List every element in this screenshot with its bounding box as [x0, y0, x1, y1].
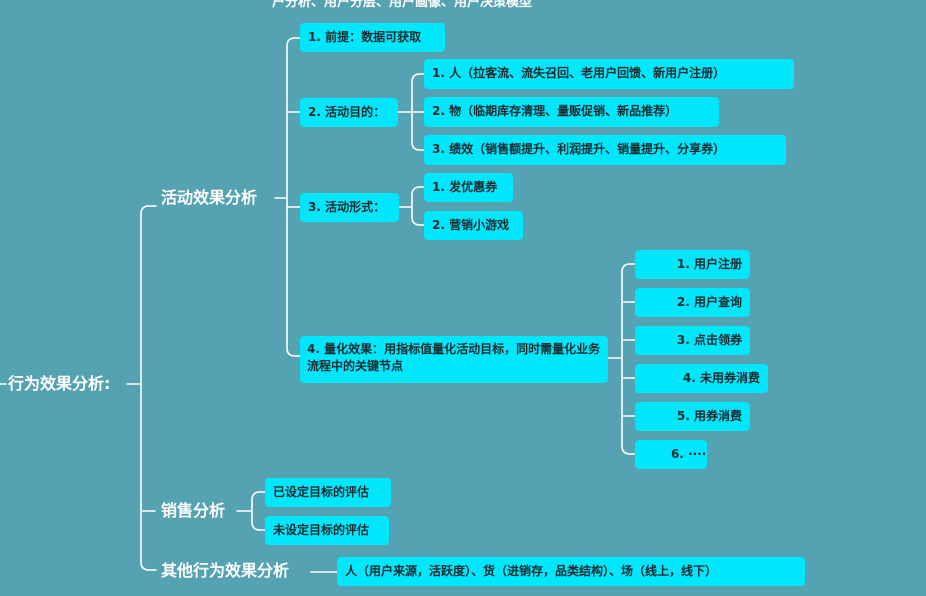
form-node[interactable]: 3. 活动形式：	[300, 193, 399, 222]
form-item-coupon[interactable]: 1. 发优惠券	[424, 173, 513, 202]
form-item-game[interactable]: 2. 营销小游戏	[424, 211, 523, 240]
connector-form-bracket	[411, 186, 421, 226]
sales-item-without-target[interactable]: 未设定目标的评估	[265, 516, 389, 545]
connector-quant-bracket	[621, 263, 631, 455]
sales-item-with-target[interactable]: 已设定目标的评估	[265, 478, 391, 507]
quant-item-click-coupon[interactable]: 3. 点击领券	[635, 326, 750, 355]
quant-item-no-coupon-purchase[interactable]: 4. 未用券消费	[635, 364, 768, 393]
quant-item-more[interactable]: 6. ····	[635, 440, 707, 469]
purpose-item-goods[interactable]: 2. 物（临期库存清理、量贩促销、新品推荐）	[424, 97, 719, 127]
premise-node[interactable]: 1. 前提：数据可获取	[300, 23, 445, 52]
sales-analysis-topic[interactable]: 销售分析	[161, 501, 226, 520]
connector-sales-bracket	[251, 491, 261, 531]
quant-item-coupon-purchase[interactable]: 5. 用券消费	[635, 402, 750, 431]
purpose-node[interactable]: 2. 活动目的：	[300, 98, 398, 127]
purpose-item-performance[interactable]: 3. 绩效（销售额提升、利润提升、销量提升、分享券）	[424, 135, 786, 165]
activity-effect-topic[interactable]: 活动效果分析	[161, 188, 258, 207]
quant-item-register[interactable]: 1. 用户注册	[635, 250, 750, 279]
quant-node[interactable]: 4. 量化效果：用指标值量化活动目标，同时需量化业务流程中的关键节点	[300, 336, 608, 383]
other-analysis-topic[interactable]: 其他行为效果分析	[161, 561, 290, 580]
clipped-top-text: 户分析、用户分层、用户画像、用户决策模型	[272, 0, 533, 10]
purpose-item-people[interactable]: 1. 人（拉客流、流失召回、老用户回馈、新用户注册）	[424, 59, 794, 89]
other-detail-node[interactable]: 人（用户来源，活跃度）、货（进销存，品类结构）、场（线上，线下）	[337, 557, 805, 586]
connector-root-bracket	[140, 205, 150, 571]
connector-activity-bracket	[286, 37, 296, 357]
quant-item-query[interactable]: 2. 用户查询	[635, 288, 750, 317]
root-topic[interactable]: 行为效果分析:	[8, 374, 111, 393]
